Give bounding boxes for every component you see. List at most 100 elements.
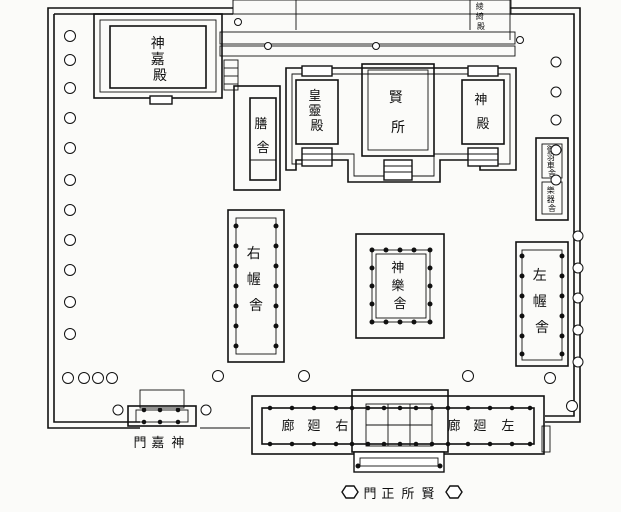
tree [64, 328, 76, 340]
pillar [427, 301, 433, 307]
pillar [369, 301, 375, 307]
tree [566, 400, 578, 412]
pillar [487, 405, 493, 411]
pillar [365, 441, 371, 447]
pillar [427, 265, 433, 271]
tree [234, 18, 242, 26]
tree [572, 292, 584, 304]
pillar [273, 243, 279, 249]
ukairo-char-1: 右 [335, 419, 348, 434]
pillar [175, 407, 181, 413]
koreiden-char-2: 靈 [308, 104, 321, 119]
pillar [233, 323, 239, 329]
sagekusha-char-1: 左 [533, 268, 547, 284]
shinkamon-label: 神 嘉 門 [133, 436, 188, 451]
pillar [311, 441, 317, 447]
kashikodokoro-char-2: 所 [391, 120, 405, 136]
tree [298, 370, 310, 382]
pillar [369, 283, 375, 289]
tree [264, 42, 272, 50]
pillar [427, 247, 433, 253]
shinkaden-char-3: 殿 [153, 68, 167, 84]
pillar [273, 343, 279, 349]
pillar [349, 405, 355, 411]
sagekusha-building [515, 241, 569, 367]
koreiden-char-3: 殿 [310, 119, 323, 134]
seimon-label: 賢 所 正 門 [363, 487, 438, 502]
tree [572, 230, 584, 242]
zenkan-char-2: 舎 [256, 141, 269, 156]
kashikodokoro-building [361, 63, 435, 181]
sagekusha-char-3: 舎 [535, 320, 549, 336]
pillar [413, 441, 419, 447]
pillar [355, 463, 361, 469]
tree [200, 404, 212, 416]
pillar [445, 405, 451, 411]
pillar [141, 407, 147, 413]
zenkan-building [233, 85, 281, 191]
ryoki-char-2: 綺 [476, 11, 484, 21]
gakkisha-char-1: 樂 [547, 185, 555, 195]
pillar [559, 351, 565, 357]
pillar [157, 407, 163, 413]
trees-and-pillars [62, 18, 584, 469]
pillar [381, 441, 387, 447]
tree [550, 56, 562, 68]
tree [550, 174, 562, 186]
pillar [333, 405, 339, 411]
pillar [273, 223, 279, 229]
pillar [273, 263, 279, 269]
sagekusha-label: 左 幄 舎 [533, 268, 551, 336]
ukairo-char-3: 廊 [281, 418, 294, 434]
tree [112, 404, 124, 416]
tree [572, 324, 584, 336]
pillar [267, 441, 273, 447]
shinden-char-1: 神 [474, 93, 487, 108]
gomusha-char-4: 舎 [548, 169, 556, 178]
pillar [311, 405, 317, 411]
pillar [233, 223, 239, 229]
pillar [413, 405, 419, 411]
pillar [383, 247, 389, 253]
pillar [527, 441, 533, 447]
pillar [157, 419, 163, 425]
shinkamon-char-1: 神 [171, 436, 184, 451]
pillar [233, 263, 239, 269]
pillar [233, 343, 239, 349]
pillar [437, 463, 443, 469]
pillar [445, 441, 451, 447]
shinkaden-char-2: 嘉 [151, 52, 165, 68]
kashikodokoro-char-1: 賢 [389, 90, 403, 106]
tree [64, 204, 76, 216]
tree [212, 370, 224, 382]
kashikodokoro-label: 賢 所 [389, 90, 407, 136]
pillar [427, 283, 433, 289]
pillar [141, 419, 147, 425]
pillar [397, 247, 403, 253]
tree [550, 86, 562, 98]
tree [64, 30, 76, 42]
pillar [175, 419, 181, 425]
pillar [519, 273, 525, 279]
koreiden-building [295, 65, 339, 167]
shinden-label: 神 殿 [474, 93, 491, 132]
tree [550, 144, 562, 156]
zenkan-char-1: 膳 [254, 116, 267, 132]
pillar [233, 243, 239, 249]
seimon-char-2: 所 [401, 487, 414, 502]
pillar [369, 319, 375, 325]
tree [78, 372, 90, 384]
tree [572, 356, 584, 368]
ukairo-label: 右 廻 廊 [281, 418, 352, 434]
pillar [365, 405, 371, 411]
shinden-building [461, 65, 505, 167]
top-corridor [219, 0, 516, 57]
pillar [559, 273, 565, 279]
pillar [369, 247, 375, 253]
gakkisha-char-3: 舎 [548, 204, 556, 213]
pillar [233, 283, 239, 289]
koreiden-char-1: 皇 [308, 89, 321, 104]
tree [64, 112, 76, 124]
pillar [559, 333, 565, 339]
pillar [519, 313, 525, 319]
